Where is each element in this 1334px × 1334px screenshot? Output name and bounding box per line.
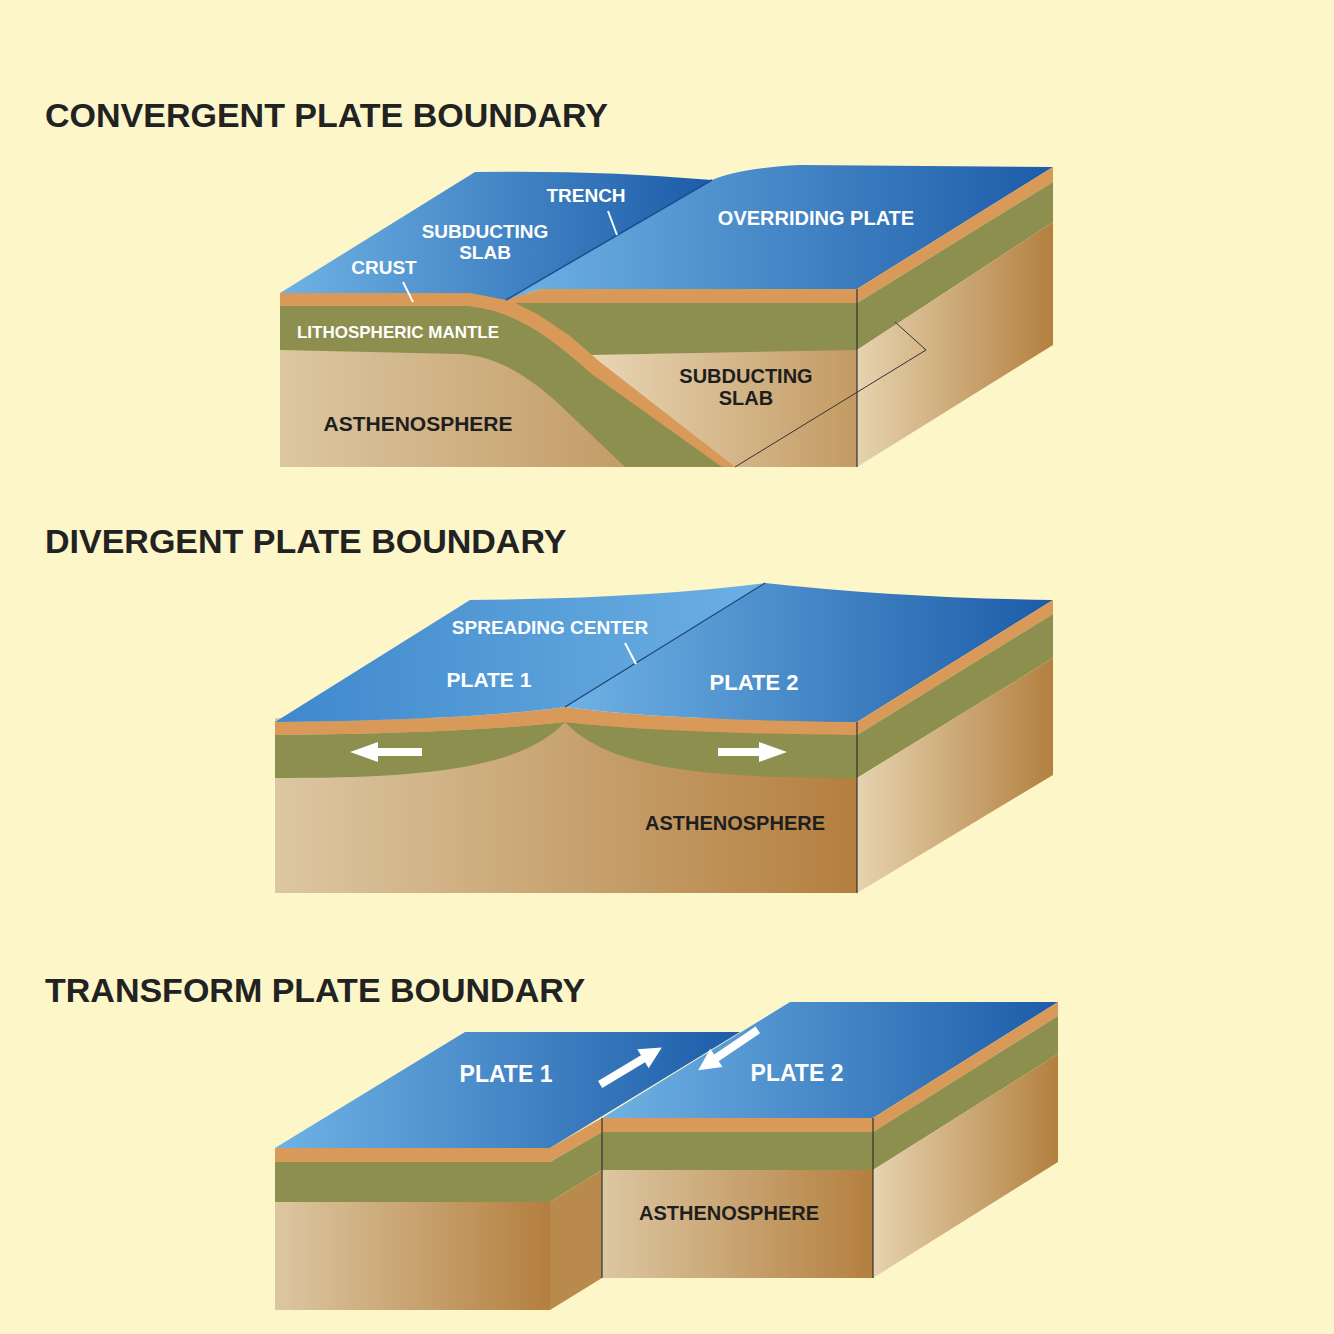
label-anchor: ASTHENOSPHERE	[645, 812, 825, 834]
asthenosphere-face	[275, 1202, 550, 1310]
side-asthenosphere	[873, 1054, 1058, 1278]
asthenosphere-face	[275, 718, 857, 893]
asthenosphere-face	[602, 1170, 873, 1278]
layer-label: ASTHENOSPHERE	[639, 1202, 819, 1224]
part-label: SUBDUCTING SLAB	[661, 365, 831, 409]
label-anchor: DIVERGENT PLATE BOUNDARY	[45, 523, 566, 560]
overriding-mantle	[515, 303, 857, 355]
part-label: TRENCH	[546, 186, 625, 207]
label-anchor: OVERRIDING PLATE	[718, 207, 914, 229]
label-anchor: ASTHENOSPHERE	[639, 1202, 819, 1224]
side-asthenosphere	[857, 222, 1053, 467]
crust-band	[275, 1148, 550, 1162]
part-label: OVERRIDING PLATE	[718, 207, 914, 229]
label-anchor: PLATE 1	[460, 1062, 553, 1087]
block-edge	[602, 1118, 873, 1278]
label-anchor: ASTHENOSPHERE	[323, 412, 512, 435]
motion-arrow	[718, 742, 787, 762]
label-anchor: CONVERGENT PLATE BOUNDARY	[45, 97, 608, 134]
motion-arrow	[350, 742, 422, 762]
part-label: LITHOSPHERIC MANTLE	[297, 324, 499, 343]
plate-label: PLATE 1	[460, 1062, 553, 1087]
divergent-block	[275, 583, 1053, 893]
convergent-block	[280, 165, 1053, 467]
lithospheric-mantle	[602, 1132, 873, 1170]
label-anchor: LITHOSPHERIC MANTLE	[297, 324, 499, 343]
motion-arrow	[594, 1038, 667, 1094]
plate-label: PLATE 2	[710, 671, 799, 695]
asthenosphere-face	[280, 293, 857, 467]
label-anchor: TRANSFORM PLATE BOUNDARY	[45, 972, 585, 1009]
block-edge	[856, 722, 857, 893]
crust-band	[602, 1118, 873, 1132]
label-anchor: SUBDUCTING SLAB	[661, 365, 831, 409]
overriding-crust	[506, 289, 857, 303]
label-anchor: PLATE 1	[447, 668, 532, 691]
part-label: CRUST	[351, 258, 416, 279]
label-anchor: SUBDUCTING SLAB	[410, 222, 560, 264]
label-anchor: PLATE 2	[751, 1061, 844, 1086]
label-anchor: TRENCH	[546, 186, 625, 207]
label-anchor: PLATE 2	[710, 671, 799, 695]
layer-label: ASTHENOSPHERE	[645, 812, 825, 834]
mantle-wedge	[592, 350, 857, 467]
plate-label: PLATE 1	[447, 668, 532, 691]
section-heading: DIVERGENT PLATE BOUNDARY	[45, 523, 566, 560]
part-label: SUBDUCTING SLAB	[410, 222, 560, 264]
layer-label: ASTHENOSPHERE	[323, 412, 512, 435]
label-anchor: CRUST	[351, 258, 416, 279]
section-heading: CONVERGENT PLATE BOUNDARY	[45, 97, 608, 134]
block-edge	[856, 289, 857, 467]
side-asthenosphere	[857, 658, 1053, 893]
plate-label: PLATE 2	[751, 1061, 844, 1086]
leader-line	[625, 643, 636, 664]
transform-block	[275, 1002, 1058, 1310]
lithospheric-mantle	[275, 1162, 550, 1202]
part-label: SPREADING CENTER	[452, 618, 648, 639]
section-heading: TRANSFORM PLATE BOUNDARY	[45, 972, 585, 1009]
leader-line	[608, 211, 617, 235]
side-asthenosphere	[550, 1170, 602, 1310]
leader-line	[403, 282, 413, 302]
label-anchor: SPREADING CENTER	[452, 618, 648, 639]
